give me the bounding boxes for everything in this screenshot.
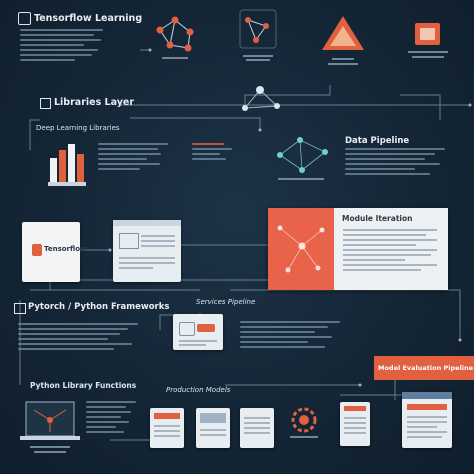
libraries-subtitle: Deep Learning Libraries xyxy=(36,124,120,132)
python-icon xyxy=(14,303,26,314)
network-node-icon xyxy=(235,78,285,123)
tool-text xyxy=(18,320,138,353)
card-5-highlight xyxy=(407,404,447,410)
laptop-icon xyxy=(20,396,80,458)
callout-label: Model Evaluation Pipeline xyxy=(378,364,474,372)
card-5-titlebar xyxy=(402,392,452,399)
triangle-icon xyxy=(318,12,368,72)
card-4-header xyxy=(344,406,366,411)
cluster-graph-icon xyxy=(270,130,335,185)
production-card-5[interactable] xyxy=(402,392,452,448)
production-card-4[interactable] xyxy=(340,402,370,446)
bottom-left-text xyxy=(86,398,136,436)
book-icon xyxy=(18,12,31,25)
network-graph-icon-2 xyxy=(238,8,278,63)
tool-header-title: Pytorch / Python Frameworks xyxy=(28,302,170,312)
right-header: Data Pipeline xyxy=(345,128,409,147)
services-text xyxy=(240,318,340,351)
production-card-3[interactable] xyxy=(240,408,274,448)
bar-chart-icon xyxy=(48,140,86,188)
library-icon xyxy=(40,98,51,109)
lab-icon xyxy=(400,15,455,70)
status-badge xyxy=(197,324,215,332)
card-2-image xyxy=(200,413,226,423)
document-icon xyxy=(119,233,139,249)
gear-icon xyxy=(284,402,324,442)
libraries-text xyxy=(98,140,168,173)
callout-banner[interactable]: Model Evaluation Pipeline xyxy=(374,356,474,380)
bottom-left-header: Python Library Functions xyxy=(30,381,137,390)
tensorflow-badge-label: Tensorflow xyxy=(44,245,87,253)
production-card-2[interactable] xyxy=(196,408,230,448)
services-header: Services Pipeline xyxy=(196,298,256,306)
network-graph-icon xyxy=(150,10,200,65)
tensorflow-card[interactable]: Tensorflow xyxy=(22,222,86,282)
document-window-card[interactable] xyxy=(113,220,181,282)
panel-title: Module Iteration xyxy=(342,214,413,223)
libraries-header-title: Libraries Layer xyxy=(54,97,135,108)
top-header-text xyxy=(20,26,112,64)
bottom-middle-header: Production Models xyxy=(166,386,231,394)
chart-icon xyxy=(179,322,195,336)
right-header-title: Data Pipeline xyxy=(345,136,410,146)
production-card-1[interactable] xyxy=(150,408,184,448)
panel-text-area: Module Iteration xyxy=(334,208,448,290)
services-card[interactable] xyxy=(173,314,223,350)
center-text-block xyxy=(192,140,232,185)
tensorflow-logo-icon xyxy=(32,244,42,256)
top-header-title: Tensorflow Learning xyxy=(34,13,143,24)
panel-graph-area xyxy=(268,208,334,290)
card-1-header xyxy=(154,413,180,419)
module-iteration-panel[interactable]: Module Iteration xyxy=(268,208,448,290)
right-text xyxy=(345,145,445,178)
